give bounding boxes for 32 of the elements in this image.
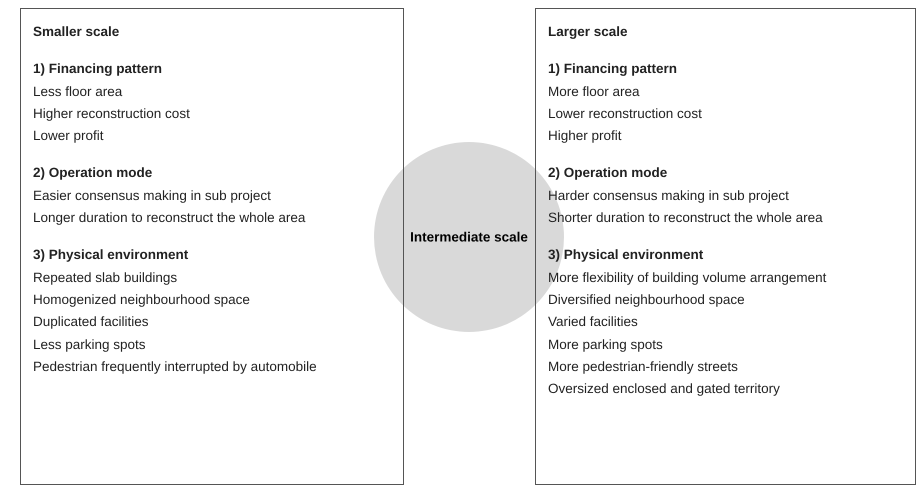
list-item: Shorter duration to reconstruct the whole area <box>548 209 823 228</box>
section-heading: 1) Financing pattern <box>33 60 162 78</box>
list-item: More floor area <box>548 82 640 101</box>
list-item: Easier consensus making in sub project <box>33 186 271 205</box>
panel-title: Smaller scale <box>33 23 120 41</box>
list-item: Lower reconstruction cost <box>548 104 702 123</box>
list-item: Duplicated facilities <box>33 313 149 332</box>
list-item: Lower profit <box>33 127 104 146</box>
list-item: Pedestrian frequently interrupted by automobile <box>33 358 317 376</box>
circle-label: Intermediate scale <box>409 230 529 244</box>
list-item: Homogenized neighbourhood space <box>33 290 250 309</box>
section-heading: 1) Financing pattern <box>548 60 678 78</box>
panel <box>535 8 916 485</box>
list-item: Harder consensus making in sub project <box>548 186 789 205</box>
panel <box>20 8 404 485</box>
list-item: Varied facilities <box>548 313 638 332</box>
list-item: Higher reconstruction cost <box>33 104 190 123</box>
panel-title: Larger scale <box>548 23 628 41</box>
list-item: More pedestrian-friendly streets <box>548 358 738 376</box>
section-heading: 3) Physical environment <box>548 246 704 264</box>
list-item: Repeated slab buildings <box>33 268 178 287</box>
list-item: More flexibility of building volume arrangement <box>548 268 826 287</box>
list-item: Diversified neighbourhood space <box>548 290 745 309</box>
list-item: Oversized enclosed and gated territory <box>548 380 780 398</box>
list-item: Less floor area <box>33 82 122 101</box>
section-heading: 2) Operation mode <box>33 164 152 182</box>
list-item: More parking spots <box>548 336 663 354</box>
list-item: Longer duration to reconstruct the whole area <box>33 209 306 228</box>
list-item: Less parking spots <box>33 336 146 354</box>
section-heading: 2) Operation mode <box>548 164 668 182</box>
section-heading: 3) Physical environment <box>33 246 188 264</box>
list-item: Higher profit <box>548 127 622 146</box>
